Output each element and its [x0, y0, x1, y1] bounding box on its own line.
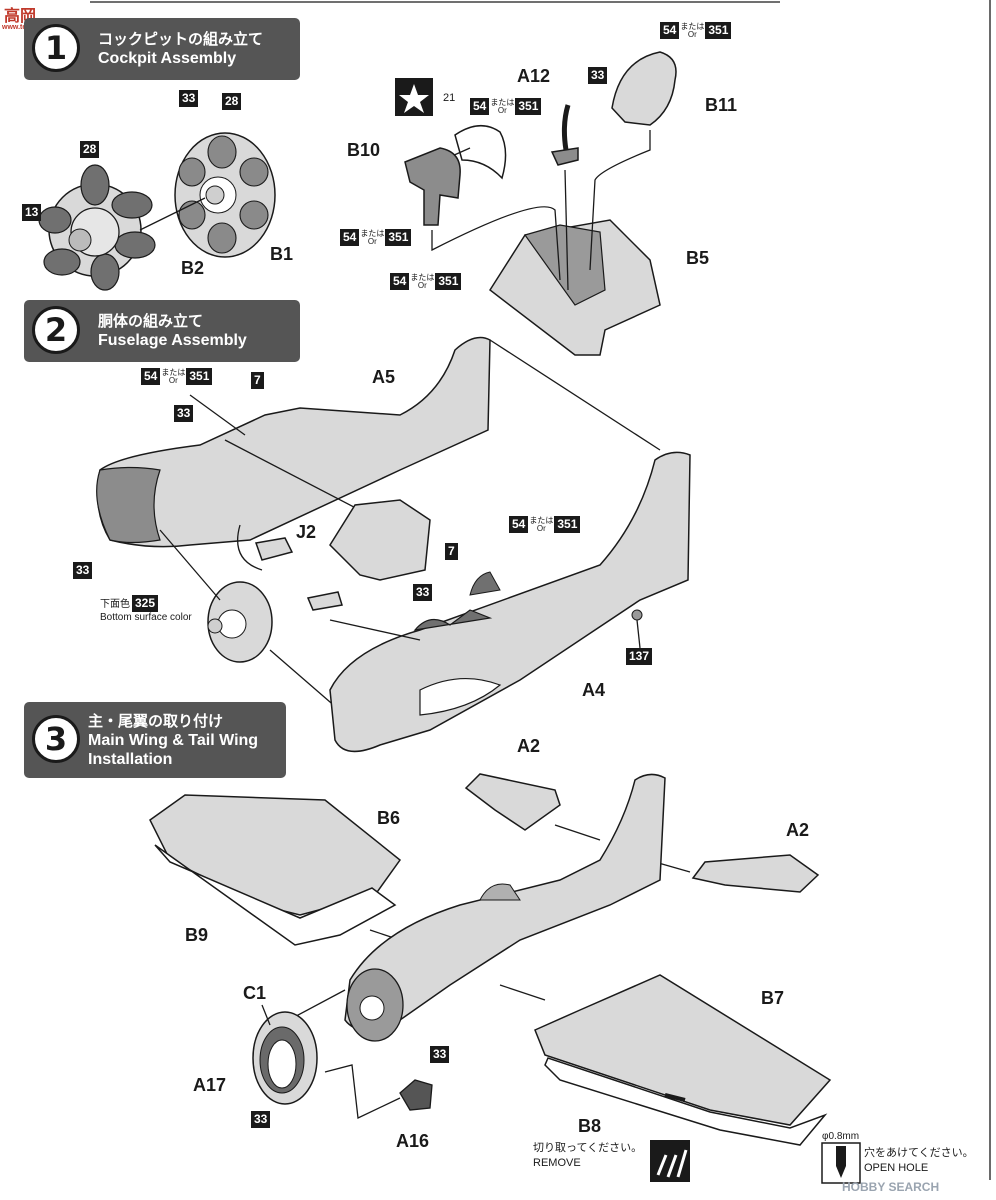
- engine-step3: [346, 968, 404, 1042]
- bottom-surface-note-en: Bottom surface color: [100, 612, 192, 623]
- step-2-number: 2: [32, 306, 80, 354]
- step-2-banner: 2 胴体の組み立て Fuselage Assembly: [24, 300, 300, 362]
- part-label-b8: B8: [578, 1116, 602, 1136]
- exhaust-a16: [399, 1079, 433, 1111]
- control-stick-a12: [561, 104, 571, 151]
- open-hole-icon: [821, 1142, 861, 1184]
- panel-location-line: [431, 206, 561, 281]
- step-1-banner: 1 コックピットの組み立て Cockpit Assembly: [24, 18, 300, 80]
- cowling-c1: [252, 1011, 318, 1105]
- part-label-b11: B11: [705, 95, 738, 115]
- step-3-banner: 3 主・尾翼の取り付け Main Wing & Tail Wing Instal…: [24, 702, 286, 778]
- instrument-panel-b10: [404, 147, 461, 226]
- remove-note-jp: 切り取ってください。: [533, 1142, 643, 1154]
- part-label-b6: B6: [377, 808, 401, 828]
- left-wing-lower-b9: [154, 844, 397, 946]
- bottom-surface-note: 下面色: [100, 599, 130, 610]
- open-hole-size: φ0.8mm: [822, 1131, 860, 1142]
- part-label-b7: B7: [761, 988, 785, 1008]
- step-3-number: 3: [32, 715, 80, 763]
- small-part-j2a: [254, 537, 294, 561]
- decal-number: 21: [443, 92, 456, 104]
- engine-front-b2: [38, 164, 156, 291]
- step-3-title-jp: 主・尾翼の取り付け: [88, 713, 224, 730]
- part-label-b5: B5: [686, 248, 710, 268]
- control-stick-base: [550, 147, 579, 166]
- remove-note-en: REMOVE: [533, 1157, 581, 1169]
- color-badge-33: 33: [73, 562, 93, 579]
- part-label-a2: A2: [517, 736, 541, 756]
- color-badge-13: 13: [22, 204, 42, 221]
- engine-rear-b1: [174, 132, 276, 258]
- seat-b11: [611, 51, 677, 126]
- open-hole-note-jp: 穴をあけてください。: [864, 1147, 974, 1159]
- part-label-b10: B10: [347, 140, 381, 160]
- color-badge-33: 33: [413, 584, 433, 601]
- cockpit-tub-placed: [329, 499, 431, 581]
- color-badge-28: 28: [222, 93, 242, 110]
- tailplane-a2-left: [464, 773, 561, 831]
- engine-step2: [207, 581, 273, 663]
- tailplane-a2-right: [691, 854, 820, 893]
- step-1-title-jp: コックピットの組み立て: [98, 31, 264, 48]
- star-marker: [395, 78, 433, 116]
- color-badge-33: 33: [179, 90, 199, 107]
- right-wing-lower-b8: [544, 1057, 828, 1146]
- color-badge-28: 28: [80, 141, 100, 158]
- fuselage-a4: [329, 451, 691, 753]
- instrument-decal-21: [454, 125, 507, 180]
- part-label-b9: B9: [185, 925, 209, 945]
- engine-assembly-line: [139, 197, 206, 231]
- right-wing-b7: [534, 974, 832, 1126]
- color-badge-325: 325: [132, 595, 159, 612]
- part-label-j2: J2: [296, 522, 317, 542]
- open-hole-note-en: OPEN HOLE: [864, 1162, 929, 1174]
- part-label-b2: B2: [181, 258, 205, 278]
- color-badge-33: 33: [430, 1046, 450, 1063]
- watermark-bottom: HOBBY SEARCH: [842, 1180, 940, 1194]
- part-label-c1: C1: [243, 983, 267, 1003]
- color-badge-33: 33: [251, 1111, 271, 1128]
- part-label-a12: A12: [517, 66, 551, 86]
- color-badge-33: 33: [174, 405, 194, 422]
- part-label-a2: A2: [786, 820, 810, 840]
- color-badge-7: 7: [251, 372, 264, 389]
- part-label-a16: A16: [396, 1131, 430, 1151]
- fuselage-join-line: [489, 339, 661, 451]
- step-1-number: 1: [32, 24, 80, 72]
- step-3-title-en: Main Wing & Tail Wing Installation: [88, 732, 259, 768]
- part-label-b1: B1: [270, 244, 294, 264]
- color-badge-7: 7: [445, 543, 458, 560]
- part-label-a4: A4: [582, 680, 606, 700]
- part-label-a5: A5: [372, 367, 396, 387]
- color-badge-137: 137: [626, 648, 653, 665]
- small-part-j2b: [306, 591, 343, 611]
- step-1-title-en: Cockpit Assembly: [98, 50, 237, 67]
- color-badge-33: 33: [588, 67, 608, 84]
- remove-icon: [650, 1140, 690, 1182]
- part-label-a17: A17: [193, 1075, 227, 1095]
- step-2-title-jp: 胴体の組み立て: [98, 313, 204, 330]
- step-2-title-en: Fuselage Assembly: [98, 332, 247, 349]
